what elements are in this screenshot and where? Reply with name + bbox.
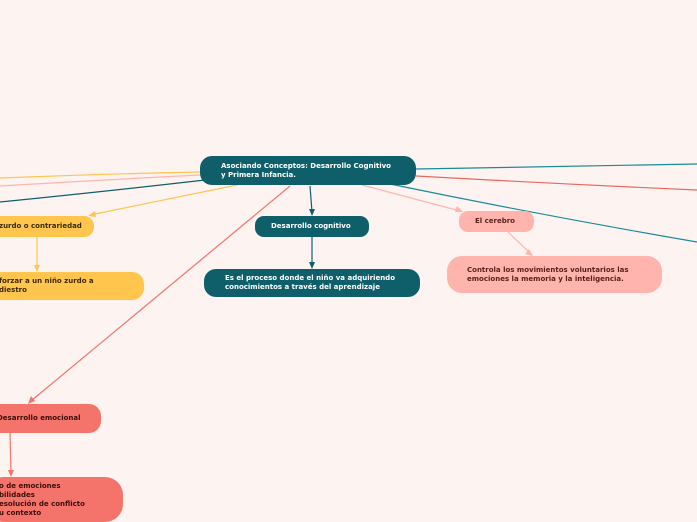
topic-desarrollo-emocional-label: Desarrollo emocional [0, 414, 81, 422]
topic-zurdo-label: zurdo o contrariedad [0, 222, 82, 230]
arrowhead-left-detail [34, 265, 40, 272]
detail-desarrollo-cognitivo-label: Es el proceso donde el niño va adquirien… [225, 274, 395, 291]
connector-right-detail [507, 231, 531, 254]
connector-root-right [361, 184, 461, 212]
connector-bottom-detail [9, 432, 12, 474]
connector-root-bottom [30, 185, 291, 402]
root-topic[interactable]: Asociando Conceptos: Desarrollo Cognitiv… [200, 156, 416, 185]
detail-el-cerebro[interactable]: Controla los movimientos voluntarios las… [447, 256, 662, 293]
arrowhead-center-detail [309, 262, 315, 269]
arrowhead-right [455, 206, 463, 212]
arrowhead-center [309, 209, 315, 216]
topic-el-cerebro-label: El cerebro [475, 217, 515, 225]
connector-root-center [309, 185, 313, 213]
arrowhead-right-detail [525, 249, 533, 256]
topic-desarrollo-cognitivo[interactable]: Desarrollo cognitivo [255, 216, 369, 237]
detail-desarrollo-emocional-label: o de emociones bilidades esolución de co… [0, 481, 85, 517]
arrowhead-bottom [28, 396, 35, 404]
connector-offscreen-right-teal-2 [389, 183, 697, 243]
topic-desarrollo-cognitivo-label: Desarrollo cognitivo [271, 222, 351, 230]
detail-el-cerebro-label: Controla los movimientos voluntarios las… [467, 265, 629, 283]
detail-zurdo[interactable]: forzar a un niño zurdo a diestro [0, 272, 144, 300]
arrowhead-bottom-detail [8, 470, 14, 477]
detail-desarrollo-emocional[interactable]: o de emociones bilidades esolución de co… [0, 477, 123, 522]
arrowhead-left [88, 211, 96, 217]
topic-zurdo[interactable]: zurdo o contrariedad [0, 216, 94, 237]
connector-offscreen-right-teal [415, 163, 697, 170]
topic-el-cerebro[interactable]: El cerebro [459, 211, 534, 232]
detail-zurdo-label: forzar a un niño zurdo a diestro [0, 277, 94, 294]
connector-offscreen-left-pink [0, 174, 201, 187]
connector-root-left [89, 184, 238, 216]
connector-offscreen-left-teal [0, 179, 206, 203]
root-topic-label: Asociando Conceptos: Desarrollo Cognitiv… [221, 161, 391, 179]
connector-offscreen-right-red [415, 175, 697, 191]
connector-offscreen-left-yellow [0, 171, 201, 179]
detail-desarrollo-cognitivo[interactable]: Es el proceso donde el niño va adquirien… [204, 269, 420, 297]
topic-desarrollo-emocional[interactable]: Desarrollo emocional [0, 404, 101, 433]
